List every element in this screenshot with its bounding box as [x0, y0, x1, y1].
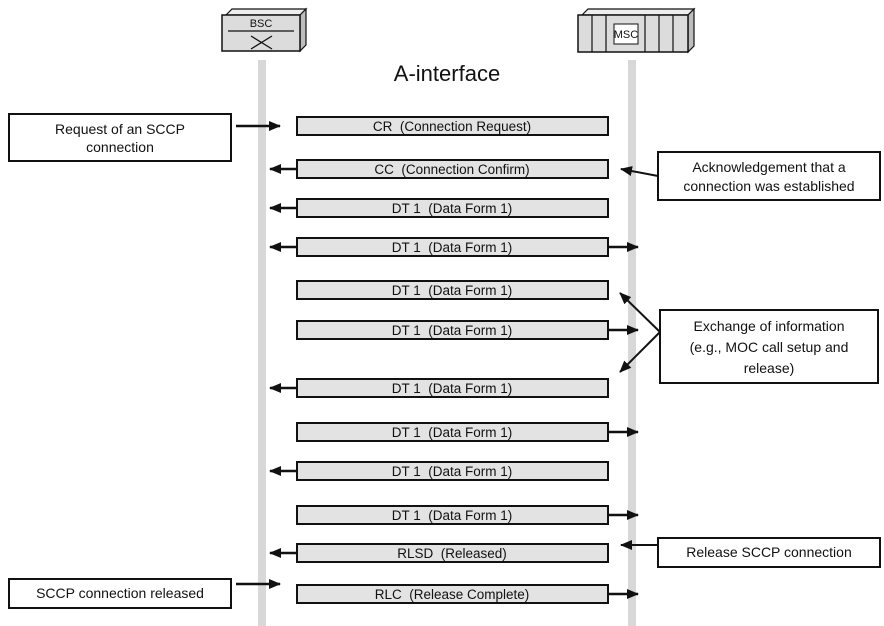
note-line: Release SCCP connection — [686, 544, 852, 560]
message-row: RLC (Release Complete) — [296, 584, 639, 604]
note-release-sccp: Release SCCP connection — [620, 537, 881, 568]
message-row: DT 1 (Data Form 1) — [296, 505, 639, 525]
note-box — [8, 113, 232, 162]
note-acknowledgement: Acknowledgement that a connection was es… — [620, 151, 881, 201]
message-label: DT 1 (Data Form 1) — [392, 381, 513, 396]
message-row: DT 1 (Data Form 1) — [269, 237, 639, 257]
note-line: SCCP connection released — [36, 585, 204, 601]
message-label: DT 1 (Data Form 1) — [392, 201, 513, 216]
message-label: CC (Connection Confirm) — [374, 162, 529, 177]
note-box — [659, 309, 879, 384]
message-row: RLSD (Released) — [269, 543, 609, 563]
message-label: CR (Connection Request) — [373, 119, 531, 134]
arrow-left-icon — [620, 166, 659, 177]
message-row: DT 1 (Data Form 1) — [296, 320, 639, 340]
note-sccp-released: SCCP connection released — [8, 578, 281, 609]
bsc-label: BSC — [250, 18, 273, 30]
msc-rack-icon — [577, 7, 696, 54]
note-line: Acknowledgement that a — [692, 159, 846, 175]
note-exchange-information: Exchange of information (e.g., MOC call … — [619, 292, 879, 384]
message-row: CR (Connection Request) — [236, 116, 609, 136]
note-box — [8, 578, 232, 609]
message-row: DT 1 (Data Form 1) — [269, 461, 609, 481]
message-label: DT 1 (Data Form 1) — [392, 508, 513, 523]
bsc-crossbar-icon — [221, 7, 308, 53]
arrow-down-left-icon — [619, 331, 661, 373]
note-request-sccp: Request of an SCCP connection — [8, 113, 232, 162]
msc-node: MSC — [577, 7, 696, 54]
note-line: connection was established — [683, 178, 854, 194]
message-row: DT 1 (Data Form 1) — [269, 198, 609, 218]
bsc-node: BSC — [221, 7, 308, 53]
diagram-title: A-interface — [394, 61, 500, 86]
note-line: release) — [744, 360, 795, 376]
note-line: Exchange of information — [694, 318, 845, 334]
message-row: DT 1 (Data Form 1) — [269, 378, 609, 398]
msc-lifeline — [628, 60, 636, 626]
message-row: DT 1 (Data Form 1) — [296, 422, 639, 442]
note-box — [657, 537, 881, 568]
message-box — [296, 280, 609, 300]
message-label: DT 1 (Data Form 1) — [392, 425, 513, 440]
note-line: (e.g., MOC call setup and — [690, 339, 849, 355]
message-label: RLSD (Released) — [397, 546, 507, 561]
message-row: CC (Connection Confirm) — [269, 159, 609, 179]
message-label: RLC (Release Complete) — [375, 587, 530, 602]
note-line: Request of an SCCP — [55, 121, 185, 137]
message-label: DT 1 (Data Form 1) — [392, 464, 513, 479]
note-box — [657, 151, 881, 201]
message-label: DT 1 (Data Form 1) — [392, 323, 513, 338]
message-row: DT 1 (Data Form 1) — [296, 280, 609, 300]
msc-label: MSC — [614, 29, 639, 41]
note-line: connection — [86, 139, 154, 155]
message-label: DT 1 (Data Form 1) — [392, 240, 513, 255]
bsc-lifeline — [258, 60, 266, 626]
message-label: DT 1 (Data Form 1) — [392, 283, 513, 298]
message-box — [296, 116, 609, 136]
arrow-up-left-icon — [619, 292, 661, 333]
